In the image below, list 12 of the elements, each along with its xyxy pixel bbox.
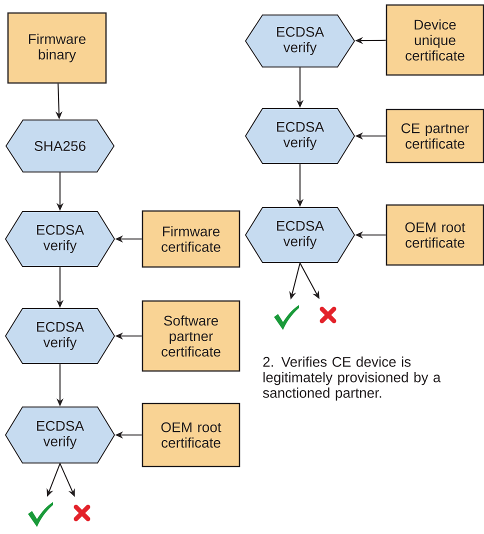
- certificate-box: Firmware certificate: [142, 210, 240, 268]
- certificate-box: Software partner certificate: [142, 300, 240, 372]
- certificate-box: OEM root certificate: [386, 204, 484, 266]
- certificate-box: OEM root certificate: [142, 402, 240, 468]
- check-icon: [274, 305, 299, 330]
- cross-icon: [320, 306, 336, 324]
- certificate-box: Firmware binary: [7, 12, 107, 84]
- check-icon: [28, 502, 53, 527]
- cross-icon: [74, 504, 90, 522]
- certificate-box: Device unique certificate: [386, 4, 484, 76]
- note-text: 2. Verifies CE device is legitimately provisioned by a sanctioned partner.: [262, 356, 441, 401]
- certificate-box: CE partner certificate: [386, 108, 484, 164]
